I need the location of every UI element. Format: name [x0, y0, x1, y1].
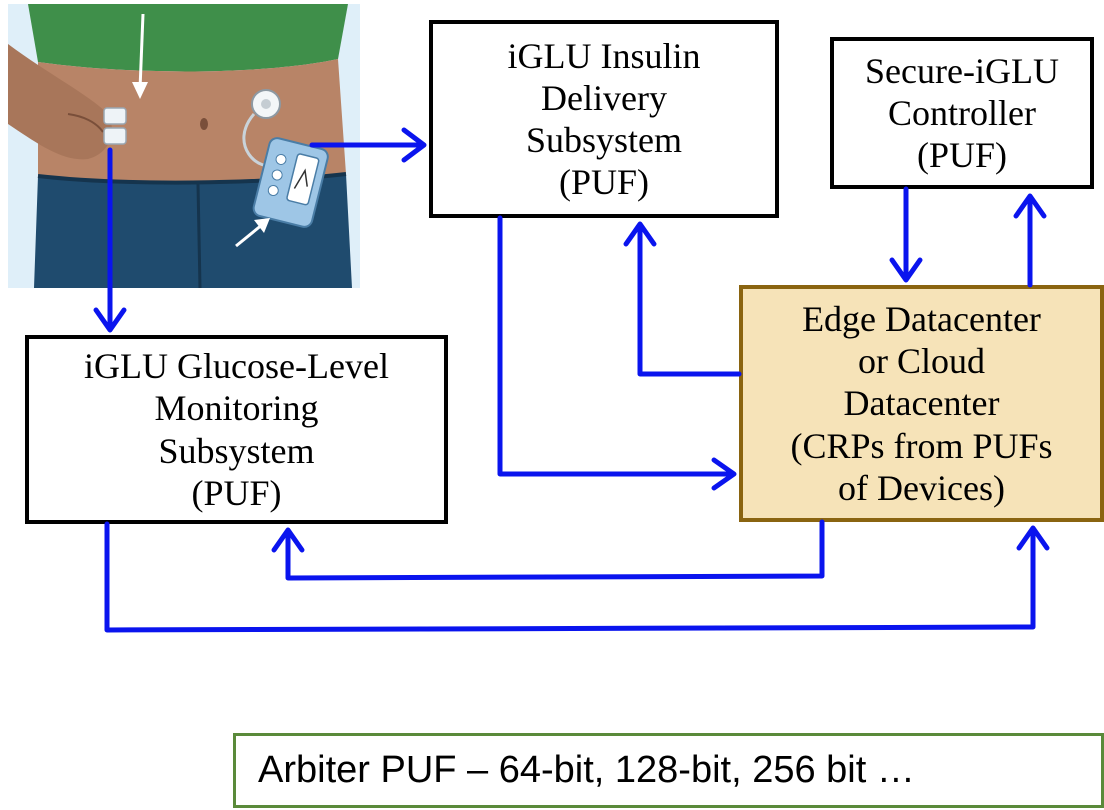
edge-datacenter-box: Edge Datacenter or Cloud Datacenter (CRP… — [739, 285, 1104, 522]
arrow-monitor-to-edge — [104, 521, 1036, 633]
insulin-delivery-subsystem-box: iGLU Insulin Delivery Subsystem (PUF) — [429, 20, 779, 218]
arrow-insulin-to-edge — [497, 215, 735, 477]
edge-datacenter-label: Edge Datacenter or Cloud Datacenter (CRP… — [790, 299, 1053, 508]
controller-label: Secure-iGLU Controller (PUF) — [865, 50, 1059, 176]
arbiter-puf-note-text: Arbiter PUF – 64-bit, 128-bit, 256 bit … — [258, 749, 915, 791]
arrow-edge-to-insulin — [637, 223, 742, 377]
glucose-monitoring-label: iGLU Glucose-Level Monitoring Subsystem … — [84, 346, 389, 513]
insulin-delivery-label: iGLU Insulin Delivery Subsystem (PUF) — [507, 35, 701, 203]
secure-iglu-controller-box: Secure-iGLU Controller (PUF) — [830, 37, 1094, 189]
glucose-monitoring-subsystem-box: iGLU Glucose-Level Monitoring Subsystem … — [25, 335, 448, 524]
arbiter-puf-note: Arbiter PUF – 64-bit, 128-bit, 256 bit … — [233, 733, 1104, 808]
arrow-edge-to-monitor — [285, 519, 825, 581]
patient-illustration — [8, 4, 360, 288]
